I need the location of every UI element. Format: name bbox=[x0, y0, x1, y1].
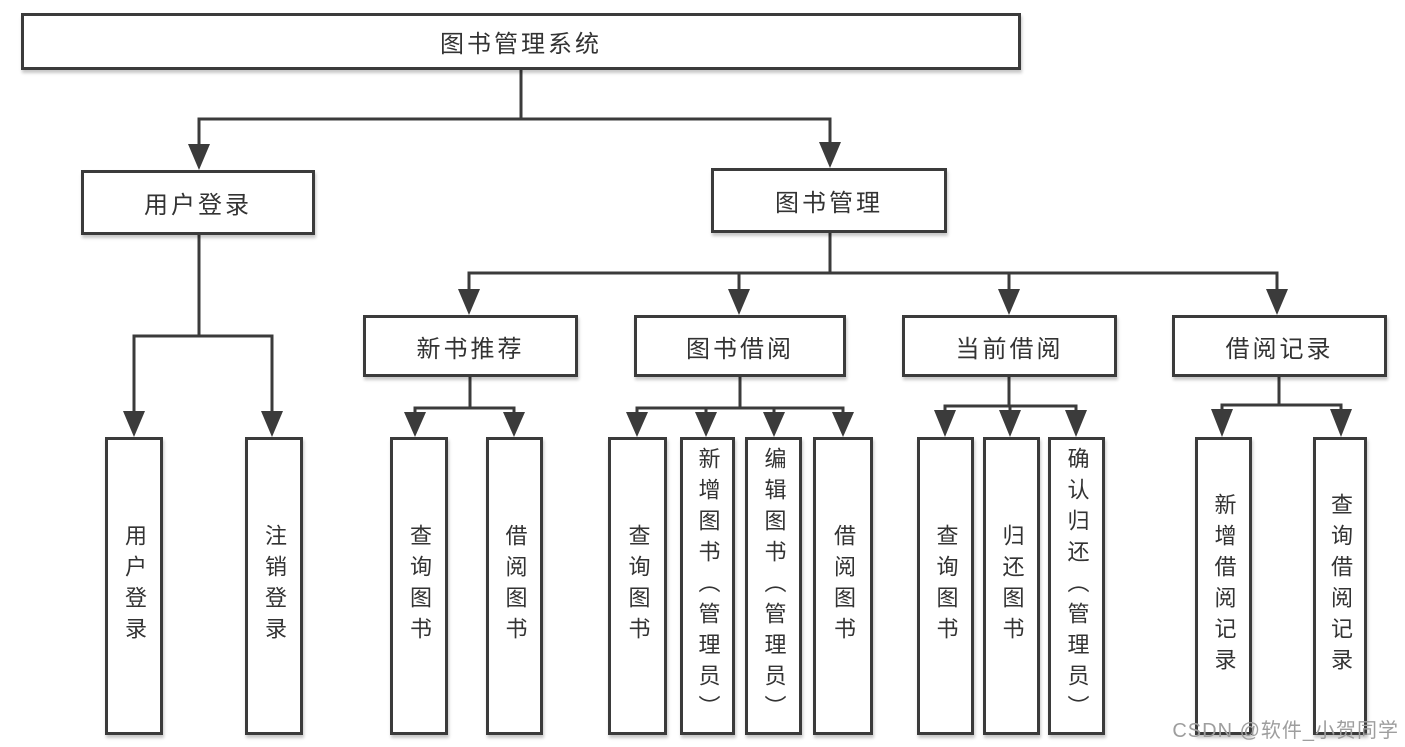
node-user-login: 用户登录 bbox=[81, 170, 315, 235]
leaf-return-books: 归还图书 bbox=[983, 437, 1040, 735]
leaf-add-borrow-record: 新增借阅记录 bbox=[1195, 437, 1252, 735]
leaf-edit-books-admin: 编辑图书（管理员） bbox=[745, 437, 802, 735]
connector-lines bbox=[132, 69, 1343, 414]
leaf-add-books-admin: 新增图书（管理员） bbox=[680, 437, 735, 735]
leaf-logout: 注销登录 bbox=[245, 437, 303, 735]
leaf-confirm-return-admin: 确认归还（管理员） bbox=[1048, 437, 1105, 735]
node-new-book-recommend: 新书推荐 bbox=[363, 315, 578, 377]
leaf-borrow-books-1: 借阅图书 bbox=[486, 437, 543, 735]
node-current-borrowing: 当前借阅 bbox=[902, 315, 1117, 377]
leaf-user-login: 用户登录 bbox=[105, 437, 163, 735]
leaf-borrow-books-2: 借阅图书 bbox=[813, 437, 873, 735]
leaf-query-books-3: 查询图书 bbox=[917, 437, 974, 735]
node-library-management-system: 图书管理系统 bbox=[21, 13, 1021, 70]
leaf-query-borrow-record: 查询借阅记录 bbox=[1313, 437, 1367, 735]
node-borrowing-records: 借阅记录 bbox=[1172, 315, 1387, 377]
leaf-query-books-1: 查询图书 bbox=[390, 437, 448, 735]
arrowhead-icons bbox=[123, 142, 1352, 437]
node-book-borrowing: 图书借阅 bbox=[634, 315, 846, 377]
leaf-query-books-2: 查询图书 bbox=[608, 437, 667, 735]
csdn-watermark: CSDN @软件_小贺同学 bbox=[1172, 720, 1399, 742]
node-book-management: 图书管理 bbox=[711, 168, 947, 233]
